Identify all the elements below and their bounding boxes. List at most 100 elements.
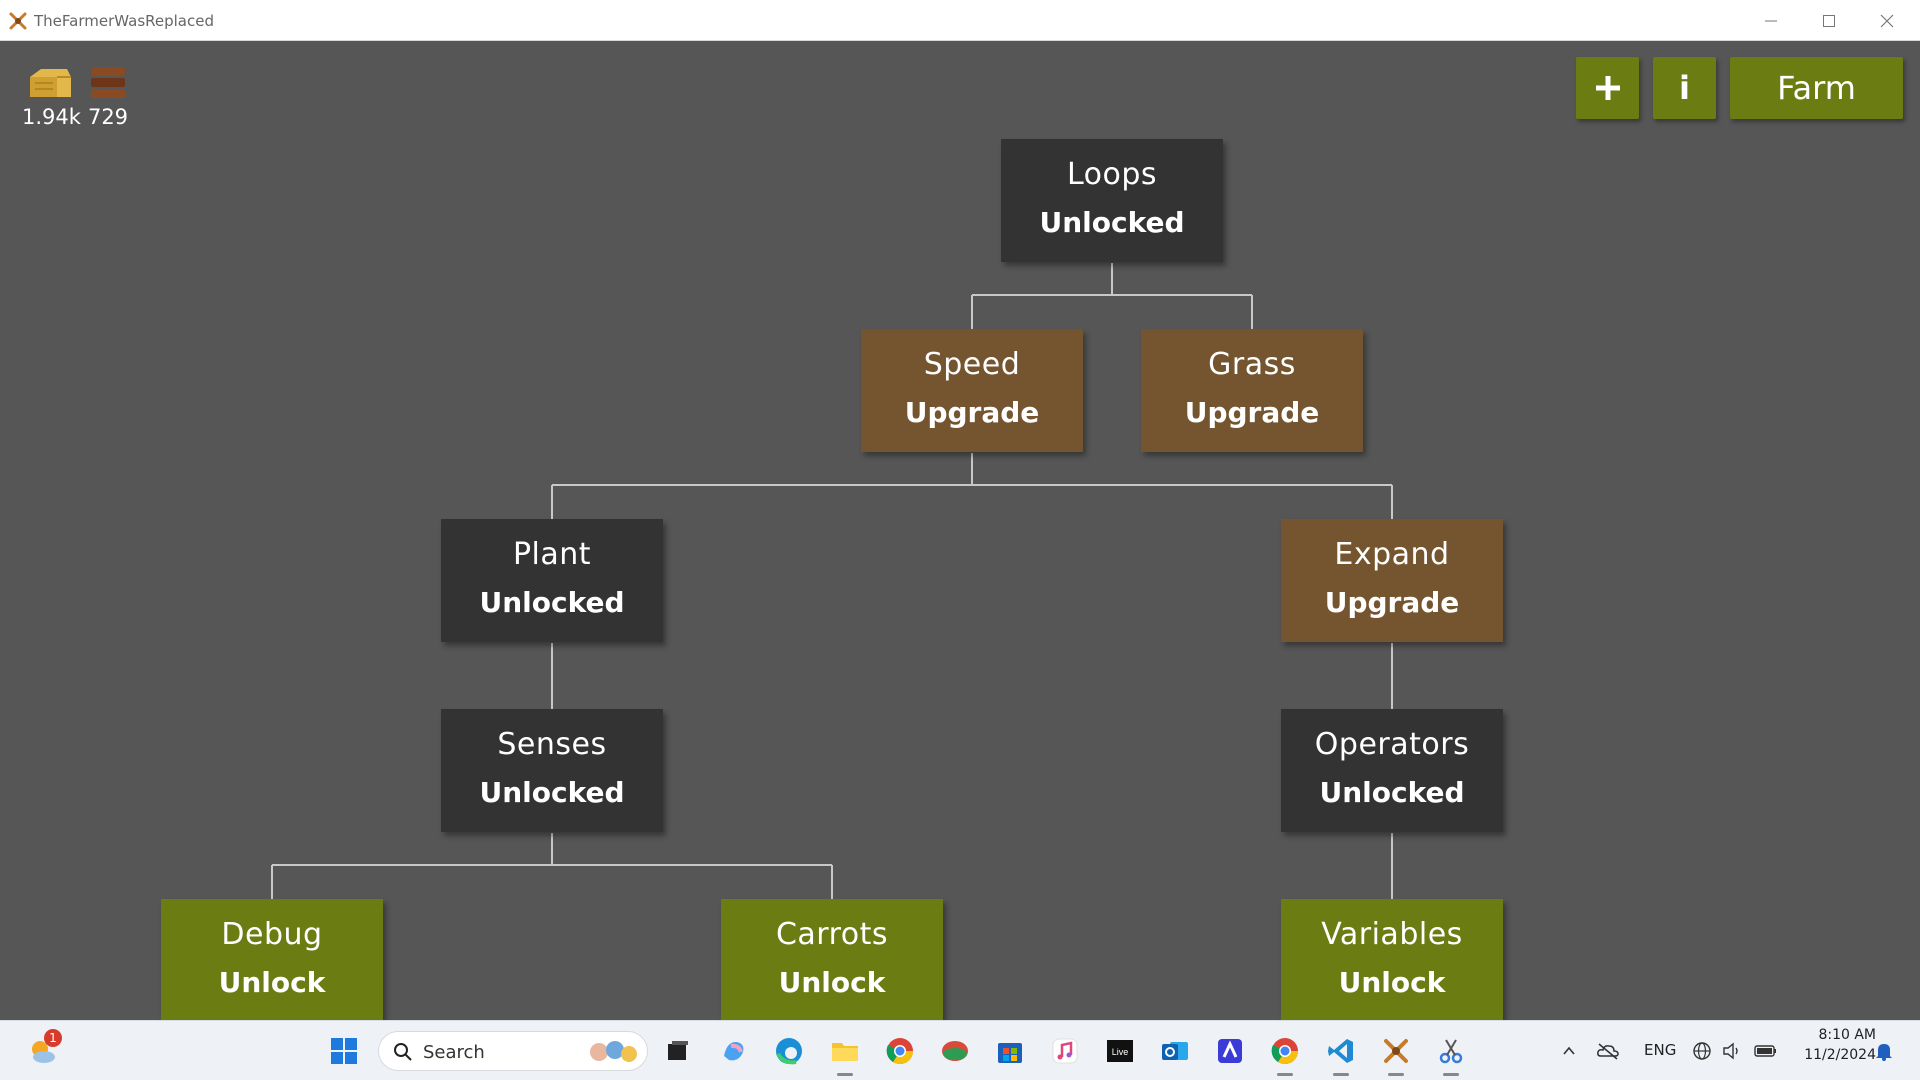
taskbar-app-chrome[interactable]: [884, 1035, 916, 1067]
taskbar-app-live[interactable]: Live: [1104, 1035, 1136, 1067]
show-hidden-icons-button[interactable]: [1555, 1035, 1583, 1067]
taskbar: 1 Search Li: [0, 1020, 1920, 1080]
plus-icon: [1595, 76, 1620, 100]
node-status: Unlock: [778, 966, 886, 999]
live-icon: Live: [1107, 1040, 1133, 1062]
close-button[interactable]: [1858, 0, 1916, 41]
weather-badge: 1: [44, 1029, 62, 1047]
task-view-icon: [668, 1041, 688, 1060]
node-name: Speed: [923, 347, 1021, 382]
taskbar-app-snipping-tool[interactable]: [1435, 1035, 1467, 1076]
node-operators[interactable]: Operators Unlocked: [1281, 709, 1503, 832]
wood-icon: [91, 67, 125, 98]
battery-icon: [1754, 1045, 1776, 1057]
node-plant[interactable]: Plant Unlocked: [441, 519, 663, 642]
app-icon: [1218, 1039, 1242, 1063]
taskbar-app-itunes[interactable]: [1049, 1035, 1081, 1067]
outlook-icon: [1162, 1042, 1188, 1060]
node-status: Upgrade: [904, 396, 1040, 429]
node-status: Unlocked: [479, 586, 625, 619]
node-name: Debug: [221, 917, 323, 952]
chrome-icon: [886, 1038, 914, 1065]
hay-count: 1.94k: [22, 105, 81, 129]
battery-button[interactable]: [1752, 1035, 1780, 1067]
taskbar-app-outlook[interactable]: [1159, 1035, 1191, 1067]
node-debug[interactable]: Debug Unlock: [161, 899, 383, 1022]
start-button[interactable]: [328, 1035, 360, 1067]
node-name: Grass: [1208, 347, 1296, 382]
onedrive-button[interactable]: [1594, 1035, 1622, 1067]
taskbar-app-edge[interactable]: [773, 1035, 805, 1067]
clock-time: 8:10 AM: [1818, 1027, 1876, 1043]
network-button[interactable]: [1690, 1035, 1714, 1067]
maximize-button[interactable]: [1800, 0, 1858, 41]
taskbar-app-copilot[interactable]: [718, 1035, 750, 1067]
node-grass[interactable]: Grass Upgrade: [1141, 329, 1363, 452]
task-view-button[interactable]: [662, 1035, 694, 1067]
clock[interactable]: 8:10 AM 11/2/2024: [1792, 1027, 1876, 1063]
minimize-icon: [1765, 20, 1777, 21]
node-senses[interactable]: Senses Unlocked: [441, 709, 663, 832]
minimize-button[interactable]: [1742, 0, 1800, 41]
node-name: Loops: [1066, 157, 1158, 192]
research-tree-view: 1.94k 729 i Farm Loops Unlocked Sp: [0, 41, 1920, 1022]
maximize-icon: [1823, 14, 1835, 27]
windows-start-icon: [331, 1038, 357, 1064]
window-title-bar: TheFarmerWasReplaced: [0, 0, 1920, 41]
hay-icon: [30, 69, 71, 97]
add-button[interactable]: [1576, 57, 1639, 119]
search-highlight-icon: [590, 1041, 637, 1062]
wood-count: 729: [87, 105, 129, 129]
taskbar-app-vscode[interactable]: [1325, 1035, 1357, 1076]
node-speed[interactable]: Speed Upgrade: [861, 329, 1083, 452]
taskbar-app-farmer-game[interactable]: [1380, 1035, 1412, 1076]
copilot-icon: [724, 1041, 744, 1061]
node-name: Expand: [1334, 537, 1450, 572]
weather-widget[interactable]: 1: [26, 1029, 62, 1067]
node-status: Unlocked: [1319, 776, 1465, 809]
node-name: Variables: [1321, 917, 1463, 952]
node-loops[interactable]: Loops Unlocked: [1001, 139, 1223, 262]
taskbar-app-obsidian[interactable]: [1214, 1035, 1246, 1067]
taskbar-app-chrome-2[interactable]: [1269, 1035, 1301, 1076]
edge-icon: [776, 1038, 802, 1065]
node-expand[interactable]: Expand Upgrade: [1281, 519, 1503, 642]
running-indicator: [1333, 1073, 1349, 1076]
node-name: Plant: [512, 537, 592, 572]
taskbar-app-store[interactable]: [994, 1035, 1026, 1067]
running-indicator: [1388, 1073, 1404, 1076]
notifications-button[interactable]: [1870, 1035, 1898, 1067]
search-placeholder: Search: [423, 1042, 485, 1063]
node-variables[interactable]: Variables Unlock: [1281, 899, 1503, 1022]
search-icon: [394, 1043, 412, 1061]
speaker-icon: [1723, 1042, 1738, 1060]
volume-button[interactable]: [1720, 1035, 1744, 1067]
clock-date: 11/2/2024: [1804, 1047, 1876, 1063]
node-status: Unlocked: [1039, 206, 1185, 239]
running-indicator: [1443, 1073, 1459, 1076]
node-status: Unlock: [1338, 966, 1446, 999]
node-status: Unlocked: [479, 776, 625, 809]
taskbar-app-file-explorer[interactable]: [829, 1035, 861, 1076]
resource-wood: 729: [86, 63, 130, 129]
taskbar-search[interactable]: Search: [378, 1031, 648, 1071]
node-status: Upgrade: [1184, 396, 1320, 429]
running-indicator: [1277, 1073, 1293, 1076]
info-button[interactable]: i: [1653, 57, 1716, 119]
farm-button[interactable]: Farm: [1730, 57, 1903, 119]
farm-button-label: Farm: [1777, 69, 1856, 107]
tree-connectors: [271, 263, 1393, 899]
music-icon: [1052, 1038, 1078, 1064]
taskbar-app-2[interactable]: [939, 1035, 971, 1067]
node-name: Operators: [1314, 727, 1470, 762]
running-indicator: [837, 1073, 853, 1076]
info-icon: i: [1679, 69, 1690, 107]
node-carrots[interactable]: Carrots Unlock: [721, 899, 943, 1022]
language-indicator[interactable]: ENG: [1644, 1041, 1677, 1059]
bell-icon: [1876, 1044, 1892, 1061]
node-status: Unlock: [218, 966, 326, 999]
cloud-off-icon: [1597, 1043, 1619, 1060]
vscode-icon: [1328, 1039, 1353, 1063]
globe-icon: [1693, 1042, 1711, 1060]
store-icon: [998, 1043, 1022, 1063]
